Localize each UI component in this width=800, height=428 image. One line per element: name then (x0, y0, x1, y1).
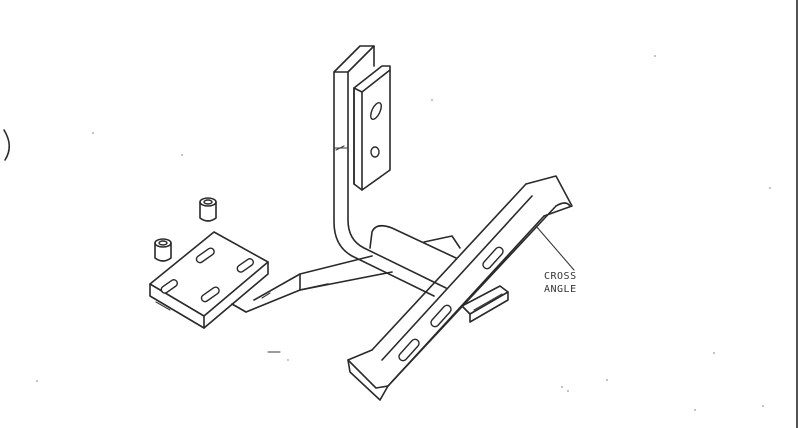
left-edge-mark (3, 129, 11, 161)
cross-angle-callout: CROSS ANGLE (544, 270, 577, 296)
angle-slot-3 (398, 338, 420, 362)
spacer-short (154, 238, 172, 262)
spacer-tall (199, 197, 217, 222)
angle-slot-1 (482, 246, 504, 270)
cross-angle-leader (535, 225, 575, 271)
mounting-plate (149, 231, 269, 329)
plate-slot-1 (195, 247, 215, 264)
plate-slot-2 (236, 258, 254, 273)
scan-specks (36, 55, 771, 411)
angle-slot-2 (430, 304, 452, 328)
cross-angle-label-line1: CROSS (544, 271, 577, 282)
upright-round-hole (370, 146, 380, 158)
plate-slot-3 (160, 279, 178, 294)
cross-angle-label-line2: ANGLE (544, 284, 577, 295)
strap-arm (231, 255, 393, 313)
upright-slot-hole (370, 101, 382, 121)
cross-angle (347, 175, 573, 401)
plate-slot-4 (200, 286, 220, 303)
upright-channel (333, 45, 461, 297)
